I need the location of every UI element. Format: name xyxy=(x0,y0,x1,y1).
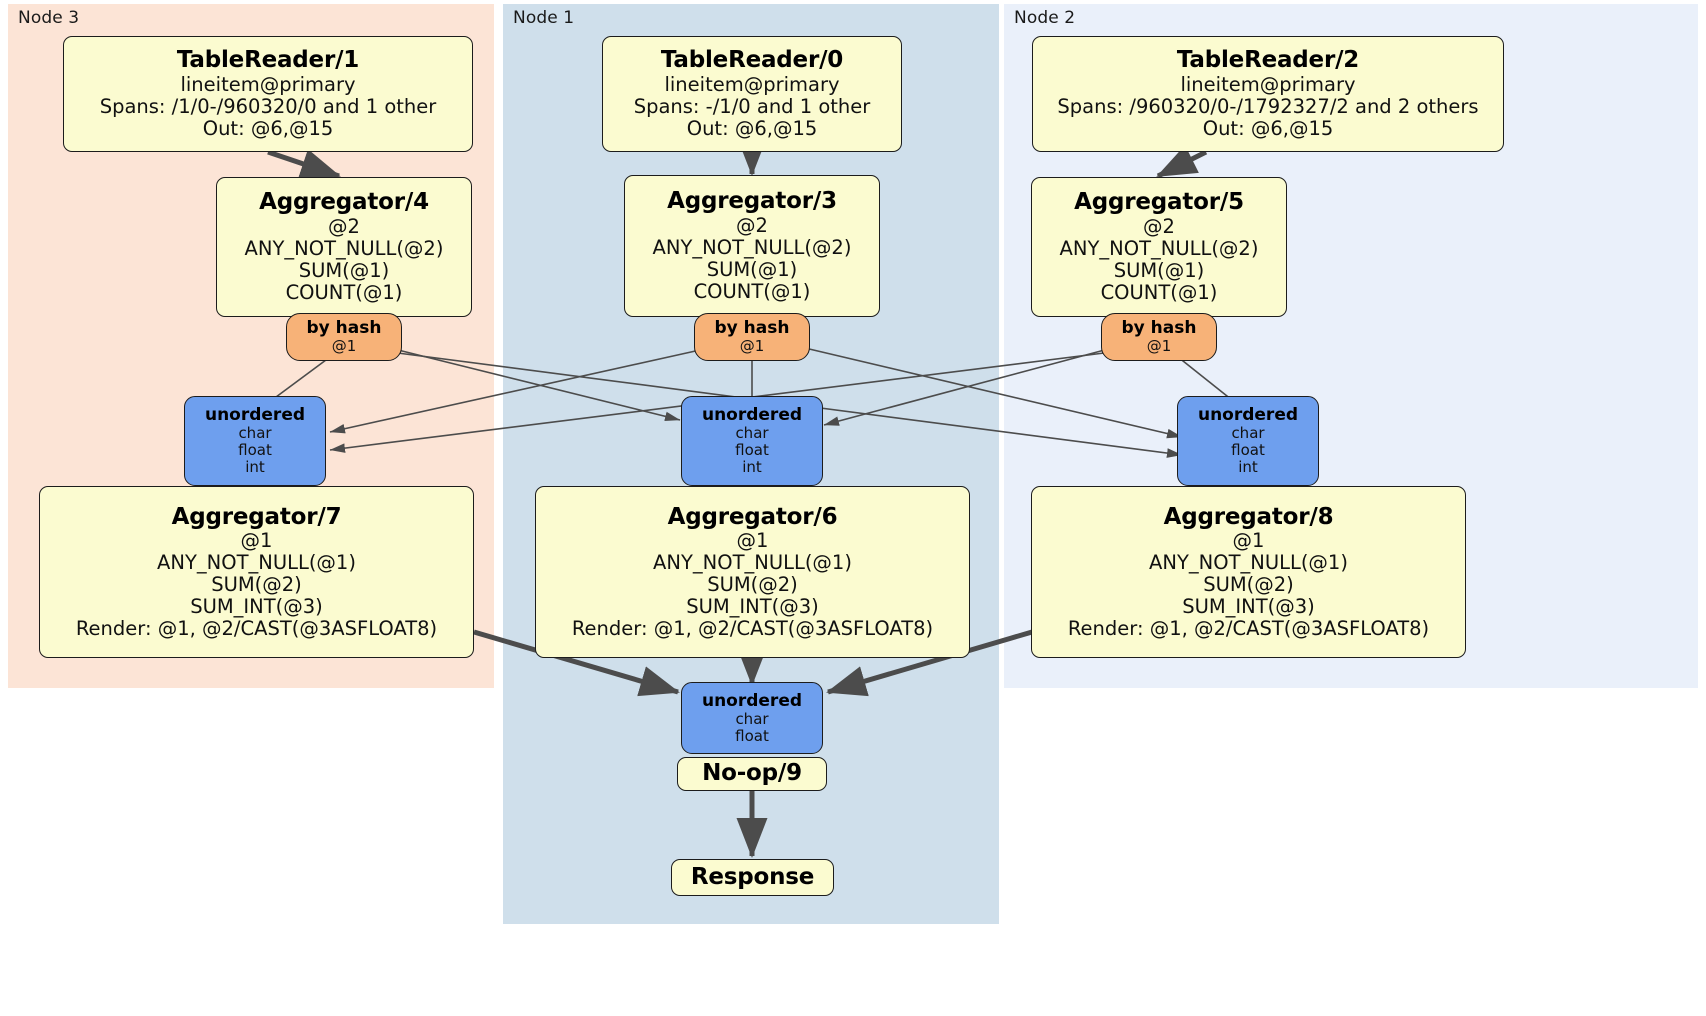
node-line: COUNT(@1) xyxy=(285,280,403,304)
sync-title: unordered xyxy=(701,405,803,426)
node-line: SUM_INT(@3) xyxy=(1182,594,1315,618)
panel-node-2-label: Node 2 xyxy=(1014,8,1076,28)
node-table-reader-1[interactable]: TableReader/1 lineitem@primary Spans: /1… xyxy=(63,36,473,152)
node-line: SUM_INT(@3) xyxy=(190,594,323,618)
router-title: by hash xyxy=(1121,318,1197,339)
node-line: ANY_NOT_NULL(@1) xyxy=(157,551,356,575)
sync-line: char xyxy=(735,709,769,728)
node-line: SUM(@2) xyxy=(1203,572,1294,596)
router-line: @1 xyxy=(331,337,357,356)
node-line: ANY_NOT_NULL(@2) xyxy=(244,237,444,261)
node-line: Spans: -/1/0 and 1 other xyxy=(633,94,871,118)
sync-line: int xyxy=(245,457,265,476)
sync-line: float xyxy=(735,726,769,745)
node-line: SUM(@1) xyxy=(1113,258,1205,282)
panel-node-3-label: Node 3 xyxy=(18,8,80,28)
node-table-reader-2[interactable]: TableReader/2 lineitem@primary Spans: /9… xyxy=(1032,36,1504,152)
node-line: @1 xyxy=(240,529,273,553)
sync-line: char xyxy=(735,424,769,443)
node-line: Out: @6,@15 xyxy=(1202,116,1334,140)
node-line: Render: @1, @2/CAST(@3ASFLOAT8) xyxy=(1067,616,1430,640)
node-line: @2 xyxy=(328,215,360,239)
sync-title: unordered xyxy=(701,690,803,711)
node-aggregator-3[interactable]: Aggregator/3 @2 ANY_NOT_NULL(@2) SUM(@1)… xyxy=(624,175,880,317)
sync-line: float xyxy=(735,441,769,460)
node-line: lineitem@primary xyxy=(1180,73,1356,97)
node-title: Aggregator/5 xyxy=(1074,189,1244,216)
node-title: Aggregator/7 xyxy=(171,503,342,530)
node-aggregator-8[interactable]: Aggregator/8 @1 ANY_NOT_NULL(@1) SUM(@2)… xyxy=(1031,486,1466,658)
node-line: SUM(@2) xyxy=(707,572,798,596)
node-aggregator-4[interactable]: Aggregator/4 @2 ANY_NOT_NULL(@2) SUM(@1)… xyxy=(216,177,472,317)
node-line: @2 xyxy=(1143,215,1175,239)
node-title: TableReader/1 xyxy=(176,47,360,74)
node-line: Render: @1, @2/CAST(@3ASFLOAT8) xyxy=(75,616,438,640)
node-table-reader-0[interactable]: TableReader/0 lineitem@primary Spans: -/… xyxy=(602,36,902,152)
node-response[interactable]: Response xyxy=(671,859,834,896)
node-line: ANY_NOT_NULL(@1) xyxy=(653,551,852,575)
node-line: Spans: /960320/0-/1792327/2 and 2 others xyxy=(1057,94,1479,118)
router-title: by hash xyxy=(714,318,790,339)
node-title: TableReader/2 xyxy=(1176,47,1360,74)
node-title: Aggregator/4 xyxy=(259,189,429,216)
node-line: SUM(@1) xyxy=(298,258,390,282)
node-title: Aggregator/3 xyxy=(667,188,837,215)
node-title: Aggregator/8 xyxy=(1163,503,1334,530)
node-line: Out: @6,@15 xyxy=(686,116,818,140)
node-synchronizer-final[interactable]: unordered char float xyxy=(681,682,823,754)
node-hash-router-left[interactable]: by hash @1 xyxy=(286,313,402,361)
node-aggregator-5[interactable]: Aggregator/5 @2 ANY_NOT_NULL(@2) SUM(@1)… xyxy=(1031,177,1287,317)
node-title: No-op/9 xyxy=(702,760,802,787)
node-line: COUNT(@1) xyxy=(693,279,811,303)
node-line: SUM_INT(@3) xyxy=(686,594,819,618)
node-title: Aggregator/6 xyxy=(667,503,838,530)
node-synchronizer-right[interactable]: unordered char float int xyxy=(1177,396,1319,486)
node-line: SUM(@1) xyxy=(706,257,798,281)
node-title: Response xyxy=(690,863,815,890)
node-line: lineitem@primary xyxy=(664,73,840,97)
sync-line: int xyxy=(742,457,762,476)
router-title: by hash xyxy=(306,318,382,339)
node-line: Spans: /1/0-/960320/0 and 1 other xyxy=(99,94,437,118)
sync-line: char xyxy=(1231,424,1265,443)
sync-title: unordered xyxy=(1197,405,1299,426)
sync-line: char xyxy=(238,424,272,443)
node-line: lineitem@primary xyxy=(180,73,356,97)
node-line: SUM(@2) xyxy=(211,572,302,596)
panel-node-1-label: Node 1 xyxy=(513,8,575,28)
node-line: ANY_NOT_NULL(@2) xyxy=(652,236,852,260)
router-line: @1 xyxy=(1146,337,1172,356)
node-title: TableReader/0 xyxy=(660,47,844,74)
node-line: ANY_NOT_NULL(@1) xyxy=(1149,551,1348,575)
sync-title: unordered xyxy=(204,405,306,426)
node-synchronizer-center[interactable]: unordered char float int xyxy=(681,396,823,486)
node-hash-router-right[interactable]: by hash @1 xyxy=(1101,313,1217,361)
node-line: @1 xyxy=(1232,529,1265,553)
sync-line: float xyxy=(1231,441,1265,460)
node-line: Render: @1, @2/CAST(@3ASFLOAT8) xyxy=(571,616,934,640)
node-line: @1 xyxy=(736,529,769,553)
node-hash-router-center[interactable]: by hash @1 xyxy=(694,313,810,361)
node-no-op-9[interactable]: No-op/9 xyxy=(677,757,827,791)
node-synchronizer-left[interactable]: unordered char float int xyxy=(184,396,326,486)
node-line: Out: @6,@15 xyxy=(202,116,334,140)
node-line: ANY_NOT_NULL(@2) xyxy=(1059,237,1259,261)
router-line: @1 xyxy=(739,337,765,356)
node-aggregator-6[interactable]: Aggregator/6 @1 ANY_NOT_NULL(@1) SUM(@2)… xyxy=(535,486,970,658)
node-line: COUNT(@1) xyxy=(1100,280,1218,304)
node-line: @2 xyxy=(736,214,768,238)
sync-line: int xyxy=(1238,457,1258,476)
node-aggregator-7[interactable]: Aggregator/7 @1 ANY_NOT_NULL(@1) SUM(@2)… xyxy=(39,486,474,658)
sync-line: float xyxy=(238,441,272,460)
